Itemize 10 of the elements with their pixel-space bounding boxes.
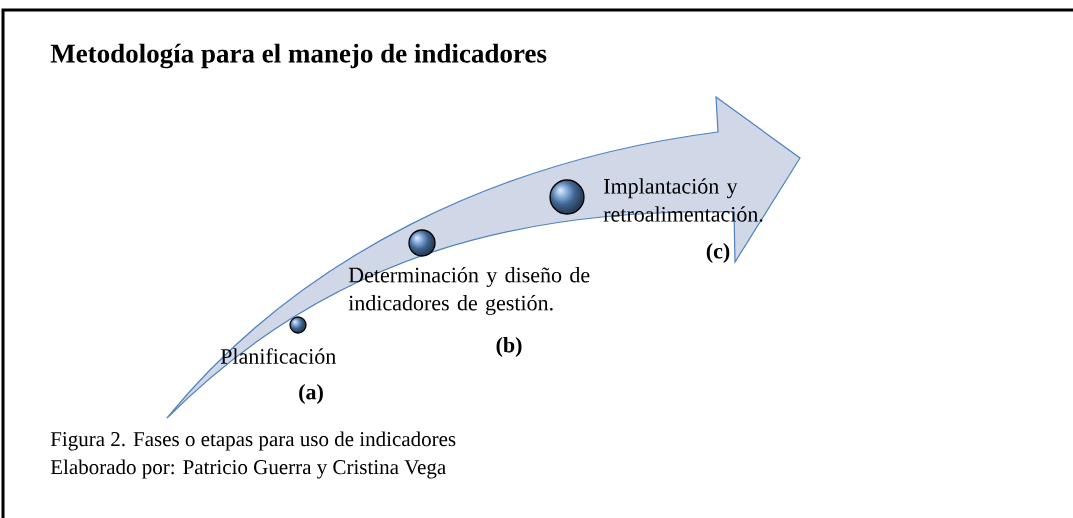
phase-label: Implantación y retroalimentación. xyxy=(603,178,763,222)
circle-marker xyxy=(289,316,307,334)
phase-letter: (b) xyxy=(496,337,522,357)
circle-marker xyxy=(408,229,436,257)
phase-letter: (c) xyxy=(706,243,730,263)
credit-note: Elaborado por: Patricio Guerra y Cristina Vega xyxy=(50,459,446,479)
caption: Figura 2. Fases o etapas para uso de indicadores xyxy=(50,431,456,451)
title: Metodología para el manejo de indicadores xyxy=(50,43,547,69)
circle-marker xyxy=(549,179,585,215)
phase-letter: (a) xyxy=(299,384,323,404)
